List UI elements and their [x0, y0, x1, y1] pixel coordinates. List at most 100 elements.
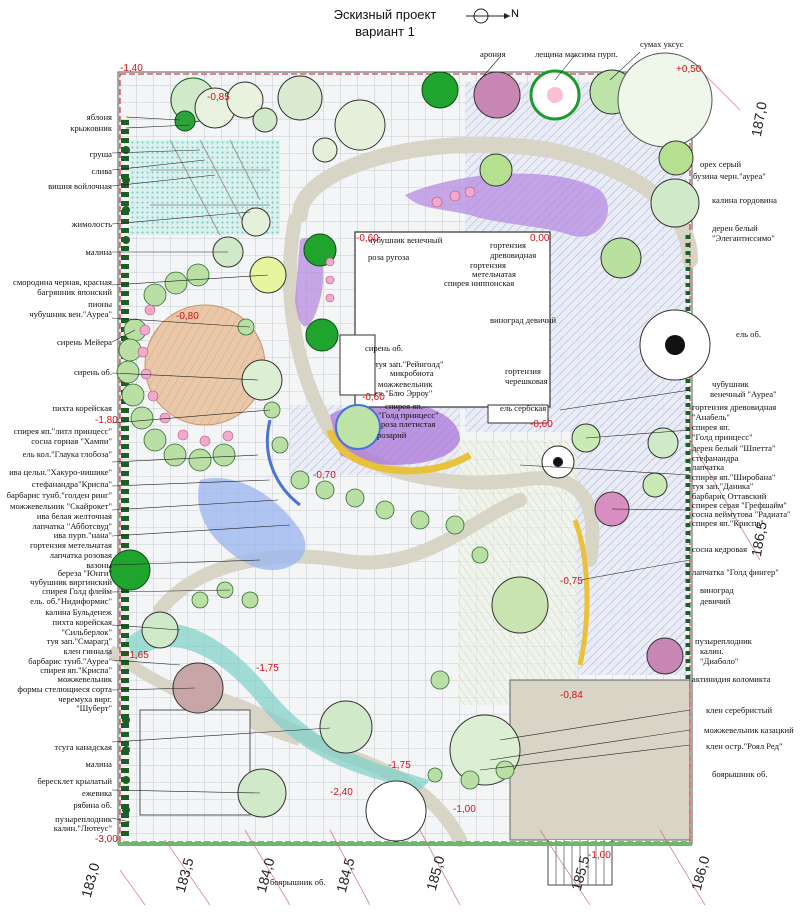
plant-label: лапчатка "Голд фингер" [692, 567, 779, 577]
flower-dots [137, 186, 476, 447]
tree [241, 359, 283, 401]
elevation-mark: -0,85 [207, 92, 230, 103]
house-porch [339, 334, 376, 396]
plant-label: пихта корейская [52, 617, 112, 627]
elevation-mark: +0,50 [676, 64, 702, 75]
tree [305, 318, 339, 352]
gate-lines [555, 840, 605, 885]
plant-label: вишня войлочная [48, 181, 112, 191]
tree [335, 404, 381, 450]
plant-label: роза плетистая [381, 419, 436, 429]
plant-label: арония [480, 49, 506, 59]
plant-label: стефанандра [692, 453, 739, 463]
plant-label: барбарис тунб."Ауреа" [28, 656, 112, 666]
plan-subtitle: вариант 1 [355, 24, 415, 39]
flower-bed [405, 173, 609, 237]
elevation-mark: -0,60 [362, 392, 385, 403]
plant-label: можжевельник [378, 379, 433, 389]
plant-label: малина [85, 759, 112, 769]
plant-label: спирея яп."литл принцесс" [13, 426, 112, 436]
plant-label: черемуха вирг. [58, 694, 112, 704]
plant-label: можжевельник [57, 674, 113, 684]
north-arrow: N [448, 8, 519, 24]
plant-label: актинидия коломикта [692, 674, 771, 684]
plant-label: рябина об. [73, 800, 112, 810]
plant-label: сирень об. [365, 343, 404, 353]
tree [237, 768, 287, 818]
plant-label: калина Бульденеж [45, 607, 112, 617]
plant-label: чубушник венечный [368, 235, 443, 245]
plant-label: лапчатка [692, 462, 725, 472]
plant-label: виноград [700, 585, 734, 595]
plant-label: спирея яп."Криспа" [692, 518, 764, 528]
tree [174, 110, 196, 132]
shed [139, 709, 251, 816]
tree [650, 178, 700, 228]
plant-label: ива пурп."нана" [53, 530, 112, 540]
elevation-mark: -1,00 [453, 804, 476, 815]
plant-label: "Сильберлок" [61, 627, 112, 637]
tree [665, 335, 685, 355]
plant-label: смородина черная, красная [13, 277, 112, 287]
elevation-mark: -1,65 [126, 650, 149, 661]
greenhouse-rays [150, 139, 270, 236]
plant-label: древовидная [490, 250, 537, 260]
plant-label: пузыреплодник [55, 814, 112, 824]
plant-label: можжевельник казацкий [704, 725, 794, 735]
plant-label: тсуга канадская [54, 742, 112, 752]
plant-label: "Голд принцесс" [692, 432, 753, 442]
plant-label: гортензия древовидная [692, 402, 777, 412]
tree [109, 549, 151, 591]
tree [491, 576, 549, 634]
outbuilding [509, 679, 691, 841]
stream [265, 419, 301, 507]
elevation-mark: -0,60 [530, 419, 553, 430]
plant-label: сирень об. [73, 367, 112, 377]
plant-label: черешковая [505, 376, 548, 386]
plant-label: спирея яп."Широбана" [692, 472, 776, 482]
plant-label: туя зап."Рейнголд" [375, 359, 444, 369]
plant-label: "Анабель" [692, 412, 730, 422]
elevation-mark: -1,75 [256, 663, 279, 674]
tree [141, 611, 179, 649]
plant-label: роза ругоза [368, 252, 410, 262]
tree [647, 427, 679, 459]
plant-label: калин. [700, 646, 724, 656]
tree [172, 662, 224, 714]
plant-label: ель. об."Нидиформис" [30, 596, 112, 606]
plant-label: орех серый [700, 159, 742, 169]
plant-label: слива [91, 166, 112, 176]
plant-label: стефанандра"Криспа" [31, 479, 112, 489]
plant-label: вазоны [86, 560, 112, 570]
plant-label: спирея яп."Криспа" [40, 665, 112, 675]
tree [600, 237, 642, 279]
plant-label: туя зап."Смарагд" [46, 636, 112, 646]
plant-label: гортензия метельчатая [30, 540, 112, 550]
plant-label: чубушник вен."Ауреа" [29, 309, 112, 319]
plant-label: гортензия [490, 240, 526, 250]
plant-label: туя зап."Даника" [692, 481, 754, 491]
tree [303, 233, 337, 267]
plan-title: Эскизный проект [333, 7, 437, 22]
plant-label: спирея ниппонская [444, 278, 515, 288]
plant-label: клен серебристый [706, 705, 773, 715]
plant-label: спирея серая "Грефшайм" [692, 500, 787, 510]
plant-label: чубушник [712, 379, 749, 389]
elevation-mark: -0,84 [560, 690, 583, 701]
plant-label: спирея яп. [692, 422, 730, 432]
plant-label: гортензия [505, 366, 541, 376]
plant-label: лапчатка розовая [49, 550, 112, 560]
plant-label: лещина максима пурп. [535, 49, 618, 59]
elevation-mark: -0,80 [176, 311, 199, 322]
plant-label: сосна веймутова "Радиата" [692, 509, 791, 519]
plant-label: розарий [377, 430, 407, 440]
pond [198, 478, 306, 571]
contours [119, 59, 761, 906]
tree [421, 71, 459, 109]
plant-label: калина гордовина [712, 195, 777, 205]
tree [473, 71, 521, 119]
rose-arc [572, 519, 590, 666]
tree [365, 780, 427, 842]
plant-label: дерен белый [712, 223, 758, 233]
